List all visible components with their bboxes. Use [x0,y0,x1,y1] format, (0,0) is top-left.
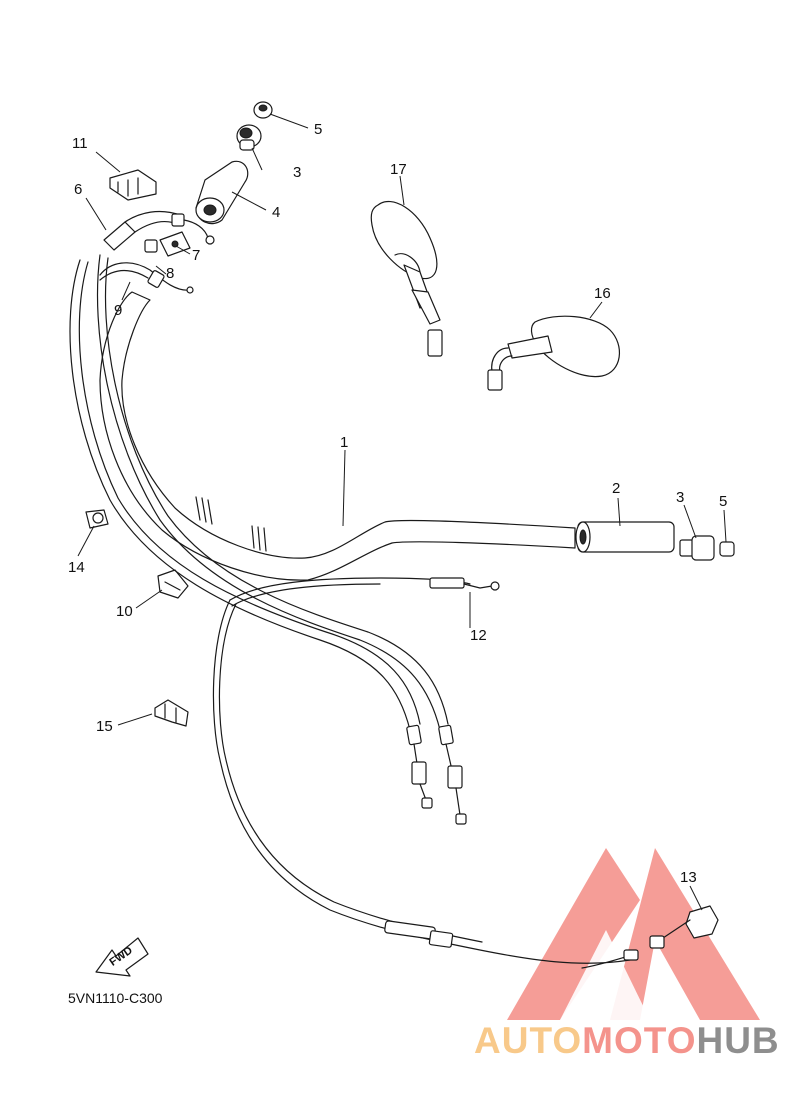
screw-right[interactable] [719,541,735,557]
part-label-5-right[interactable]: 5 [719,493,727,510]
handlebar[interactable] [99,291,576,581]
part-labels: 1 2 3 3 4 5 5 6 7 8 9 10 11 12 13 14 15 … [68,121,727,886]
holder-screw[interactable] [144,239,158,253]
part-label-5-top[interactable]: 5 [314,121,322,138]
part-label-9[interactable]: 9 [114,302,122,319]
part-label-3-top[interactable]: 3 [293,164,301,181]
part-label-3-right[interactable]: 3 [676,489,684,506]
grip-right[interactable] [575,521,675,553]
part-label-6[interactable]: 6 [74,181,82,198]
cable-clamp-14[interactable] [85,509,109,529]
watermark-triangle-left [507,848,640,1020]
part-label-14[interactable]: 14 [68,559,85,576]
watermark-moto: MOTO [582,1020,697,1061]
watermark-triangle-inner [560,930,650,1020]
mirror-right[interactable] [487,315,621,391]
watermark-hub: HUB [696,1020,780,1061]
part-label-17[interactable]: 17 [390,161,407,178]
bar-end-weight-left[interactable] [236,124,262,151]
leader-lines [77,113,727,911]
cable-holder-plate[interactable] [159,231,191,257]
throttle-cable-housing[interactable] [103,210,215,251]
cable-clamp-top[interactable] [109,169,157,201]
mirror-left[interactable] [370,200,443,357]
part-label-8[interactable]: 8 [166,265,174,282]
part-label-16[interactable]: 16 [594,285,611,302]
watermark-text: AUTOMOTOHUB [474,1020,780,1062]
speedometer-fitting[interactable] [649,905,719,949]
part-label-10[interactable]: 10 [116,603,133,620]
cable-clamp-15[interactable] [154,699,189,727]
throttle-grip[interactable] [195,160,249,225]
part-label-2[interactable]: 2 [612,480,620,497]
part-label-4[interactable]: 4 [272,204,280,221]
watermark-auto: AUTO [474,1020,583,1061]
screw-left[interactable] [253,101,273,119]
bar-end-weight-right[interactable] [679,535,715,561]
part-label-13[interactable]: 13 [680,869,697,886]
part-label-15[interactable]: 15 [96,718,113,735]
handlebar-knurl-marks [195,496,267,552]
watermark-triangle-right [610,848,760,1020]
throttle-cables[interactable] [69,254,467,825]
part-label-12[interactable]: 12 [470,627,487,644]
part-label-1[interactable]: 1 [340,434,348,451]
clutch-cable[interactable] [212,577,639,969]
diagram-code: 5VN1110-C300 [68,990,163,1006]
fwd-arrow: FWD [95,937,149,977]
watermark-logo [507,848,760,1020]
part-label-7[interactable]: 7 [192,247,200,264]
cable-clamp-10[interactable] [157,569,189,599]
switch-cable[interactable] [99,262,194,294]
part-label-11[interactable]: 11 [72,135,88,152]
